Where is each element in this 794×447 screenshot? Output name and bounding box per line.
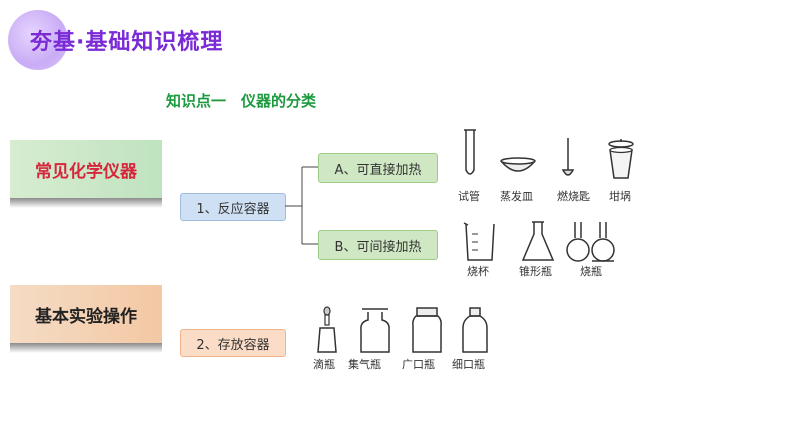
instrument-label: 试管 — [458, 190, 480, 203]
indirect-heating-box: B、可间接加热 — [318, 230, 438, 260]
test-tube-icon — [464, 129, 476, 175]
instrument-label: 锥形瓶 — [519, 265, 552, 278]
page-title: 夯基·基础知识梳理 — [30, 30, 224, 55]
beaker-icon — [463, 222, 495, 261]
direct-heating-box: A、可直接加热 — [318, 153, 438, 183]
storage-container-box: 2、存放容器 — [180, 329, 286, 357]
category-shadow — [10, 343, 162, 353]
reaction-container-box: 1、反应容器 — [180, 193, 286, 221]
combustion-spoon-icon — [561, 138, 575, 176]
instrument-label: 蒸发皿 — [500, 190, 533, 203]
knowledge-point-heading: 知识点一 仪器的分类 — [166, 92, 317, 110]
instrument-label: 滴瓶 — [313, 358, 335, 371]
gas-jar-icon — [360, 308, 390, 353]
conical-flask-icon — [521, 221, 555, 261]
dropper-bottle-icon — [317, 306, 337, 353]
narrow-mouth-bottle-icon — [462, 307, 488, 353]
instrument-label: 广口瓶 — [402, 358, 435, 371]
crucible-icon — [608, 139, 634, 179]
category-shadow — [10, 198, 162, 208]
instrument-label: 烧杯 — [467, 265, 489, 278]
title-decoration — [8, 10, 68, 70]
instrument-label: 集气瓶 — [348, 358, 381, 371]
instrument-label: 坩埚 — [609, 190, 631, 203]
instrument-label: 燃烧匙 — [557, 190, 590, 203]
category-common-instruments: 常见化学仪器 — [10, 140, 162, 198]
category-basic-operations: 基本实验操作 — [10, 285, 162, 343]
round-flask-icon — [566, 222, 615, 262]
instrument-label: 细口瓶 — [452, 358, 485, 371]
instrument-label: 烧瓶 — [580, 265, 602, 278]
wide-mouth-bottle-icon — [412, 307, 442, 353]
evaporating-dish-icon — [500, 157, 536, 172]
